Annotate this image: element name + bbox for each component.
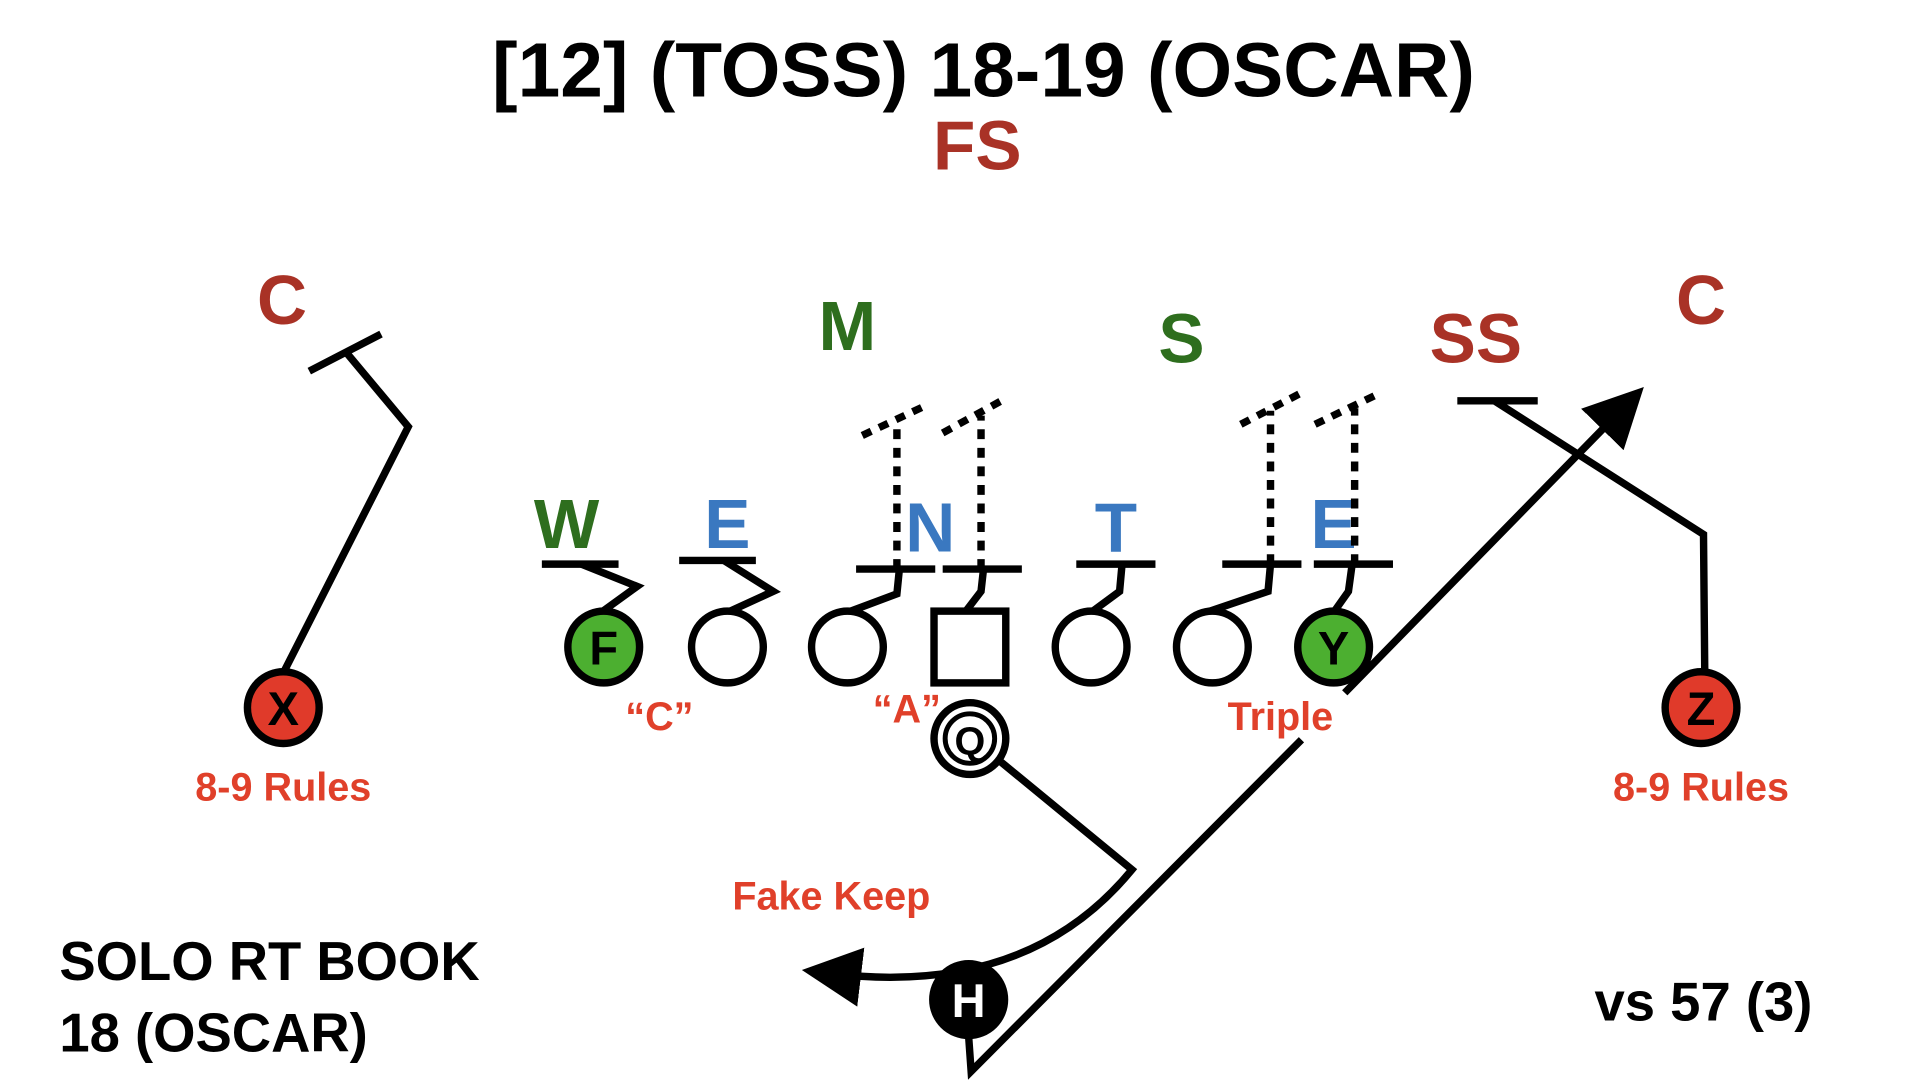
- dotted-climb-routes: [860, 388, 1381, 570]
- z-block-route: [1457, 397, 1709, 671]
- player-lg: [807, 607, 888, 687]
- player-h: [929, 960, 1009, 1040]
- defender-ss: SS: [1430, 299, 1522, 377]
- player-rt: [1172, 607, 1252, 687]
- h-toss-path: [964, 737, 1305, 1080]
- triple-label: Triple: [1228, 695, 1334, 739]
- footer-line-2: 18 (OSCAR): [59, 1003, 367, 1064]
- q-fake-keep-path: [801, 757, 1138, 1007]
- defender-c-left: C: [257, 261, 307, 339]
- defender-w: W: [534, 485, 600, 563]
- defender-m: M: [819, 287, 877, 365]
- rules-left-label: 8-9 Rules: [195, 765, 371, 809]
- defender-n: N: [905, 489, 955, 567]
- player-lt: [687, 607, 768, 687]
- vs-front-label: vs 57 (3): [1595, 972, 1813, 1033]
- player-z-label: Z: [1687, 682, 1716, 735]
- c-gap-label: “C”: [625, 695, 693, 739]
- defender-fs: FS: [933, 106, 1022, 184]
- player-x-label: X: [268, 682, 299, 735]
- a-gap-label: “A”: [873, 687, 941, 731]
- player-rg: [1051, 607, 1131, 687]
- player-y-label: Y: [1318, 621, 1349, 674]
- q-inner-ring: [942, 711, 998, 766]
- fake-keep-label: Fake Keep: [732, 874, 930, 918]
- defender-e-right: E: [1311, 485, 1357, 563]
- defender-e-left: E: [704, 485, 750, 563]
- line-blocks: [541, 556, 1393, 616]
- rules-right-label: 8-9 Rules: [1613, 765, 1789, 809]
- player-x: [243, 668, 323, 748]
- player-q-label: Q: [954, 720, 985, 764]
- defender-s: S: [1158, 299, 1204, 377]
- defender-c-right: C: [1676, 261, 1726, 339]
- footer-line-1: SOLO RT BOOK: [59, 931, 479, 992]
- x-block-route: [279, 330, 413, 675]
- player-z: [1661, 668, 1741, 748]
- defender-t: T: [1095, 489, 1137, 567]
- player-f: [564, 607, 644, 687]
- player-y: [1294, 607, 1374, 687]
- player-center: [930, 607, 1010, 687]
- player-f-label: F: [589, 621, 618, 674]
- play-title: [12] (TOSS) 18-19 (OSCAR): [492, 28, 1475, 113]
- player-h-label: H: [952, 974, 986, 1027]
- y-release-arrow: [1342, 387, 1644, 696]
